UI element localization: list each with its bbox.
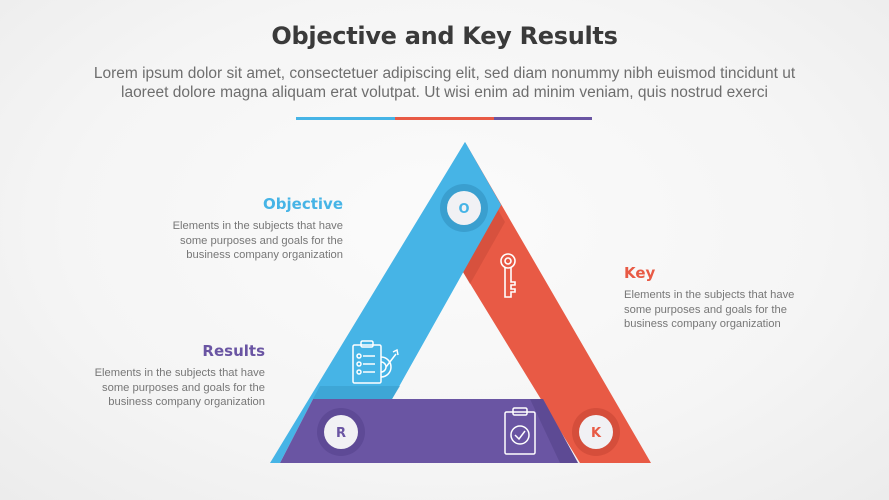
key-band-shadow: [463, 208, 505, 284]
objective-desc-line-1: Elements in the subjects that have: [172, 220, 343, 232]
key-desc-line-2: some purposes and goals for the: [624, 303, 787, 316]
key-icon: [500, 253, 516, 298]
target-checklist-icon: [352, 340, 399, 384]
results-desc-line-1: Elements in the subjects that have: [94, 367, 265, 379]
results-description: Elements in the subjects that have some …: [35, 366, 265, 410]
results-letter: R: [336, 426, 346, 441]
results-desc-line-2: some purposes and goals for the: [102, 381, 265, 394]
key-card: Key Elements in the subjects that have s…: [624, 264, 854, 332]
key-description: Elements in the subjects that have some …: [624, 288, 854, 332]
key-desc-line-1: Elements in the subjects that have: [624, 289, 795, 301]
objective-description: Elements in the subjects that have some …: [113, 219, 343, 263]
results-card: Results Elements in the subjects that ha…: [35, 342, 265, 410]
key-band: [463, 142, 651, 463]
objective-band-shadow: [313, 386, 400, 399]
divider-purple: [494, 117, 592, 120]
results-badge: R: [317, 408, 365, 456]
divider-blue: [296, 117, 395, 120]
objective-desc-line-3: business company organization: [186, 249, 343, 261]
key-letter: K: [591, 426, 602, 441]
objective-card: Objective Elements in the subjects that …: [113, 195, 343, 263]
results-desc-line-3: business company organization: [108, 396, 265, 408]
divider-red: [395, 117, 494, 120]
key-title: Key: [624, 264, 656, 282]
results-title: Results: [202, 342, 265, 360]
page-title: Objective and Key Results: [271, 22, 618, 50]
objective-desc-line-2: some purposes and goals for the: [180, 234, 343, 247]
objective-title: Objective: [263, 195, 343, 213]
clipboard-check-icon: [504, 407, 536, 455]
page-subtitle: Lorem ipsum dolor sit amet, consectetuer…: [40, 64, 849, 102]
results-band-shadow: [530, 399, 578, 463]
objective-badge: O: [440, 184, 488, 232]
objective-letter: O: [458, 202, 469, 217]
subtitle-line-1: Lorem ipsum dolor sit amet, consectetuer…: [93, 65, 796, 82]
key-desc-line-3: business company organization: [624, 318, 781, 330]
key-badge: K: [572, 408, 620, 456]
subtitle-line-2: laoreet dolore magna aliquam erat volutp…: [121, 84, 768, 101]
